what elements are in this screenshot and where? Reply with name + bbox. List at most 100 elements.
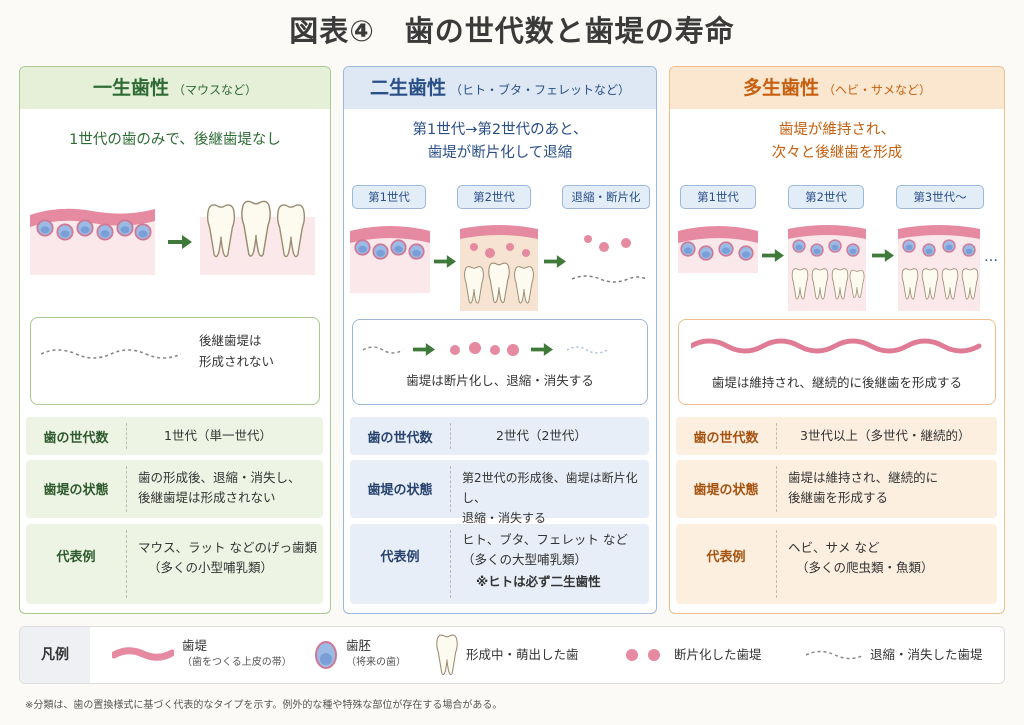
stage-label: 第1世代 [680, 185, 756, 209]
row-value: 2世代（2世代） [496, 428, 587, 443]
row-lamina-state: 歯堤の状態 歯堤は維持され、継続的に 後継歯を形成する [676, 460, 997, 518]
row-value-line: 後継歯堤は形成されない [138, 490, 276, 505]
stage-label: 第2世代 [457, 185, 531, 209]
legend-label: 断片化した歯堤 [674, 647, 762, 662]
row-value: 3世代以上（多世代・継続的） [800, 428, 971, 443]
row-label: 歯堤の状態 [43, 483, 109, 498]
tooth-germ-icon [408, 243, 425, 260]
panel-header: 多生歯性 （ヘビ・サメなど） [670, 67, 1004, 109]
tooth-germ-icon [698, 245, 714, 261]
panel-description-line: 第1世代→第2世代のあと、 [412, 122, 588, 138]
diphyodont-illustration [350, 225, 647, 311]
dental-lamina-shape [350, 226, 430, 243]
arrow-icon [168, 235, 192, 249]
panel-title: 多生歯性 [742, 77, 819, 99]
row-label: 歯堤の状態 [693, 483, 759, 498]
row-note: ※ヒトは必ず二生歯性 [476, 574, 601, 589]
tooth-germ-icon [718, 241, 734, 257]
legend-label: 歯堤 [182, 638, 208, 653]
box-text-line: 後継歯堤は [199, 333, 262, 348]
tooth-germ-icon [56, 223, 74, 241]
maintained-lamina-icon [691, 338, 982, 354]
fragment-shape [621, 238, 631, 248]
fragmented-lamina-icon [626, 649, 660, 661]
tooth-germ-icon [96, 223, 114, 241]
regressed-lamina-icon [806, 650, 864, 660]
row-value-line: マウス、ラット などのげっ歯類 [138, 540, 317, 555]
panel-description: 1世代の歯のみで、後継歯堤なし [69, 132, 281, 148]
panel-subtitle: （ヒト・ブタ・フェレットなど） [450, 83, 631, 97]
dental-lamina-icon [112, 647, 174, 661]
fragment-shape [599, 242, 609, 252]
row-lamina-state: 歯堤の状態 歯の形成後、退縮・消失し、 後継歯堤は形成されない [26, 460, 323, 518]
row-value-line: ヒト、ブタ、フェレット など [462, 532, 628, 547]
row-label: 代表例 [380, 550, 420, 565]
dental-lamina-shape [678, 226, 758, 243]
arrow-icon [434, 255, 456, 268]
stage-label: 第1世代 [352, 185, 426, 209]
legend-title: 凡例 [20, 627, 90, 683]
lamina-fate-box: 後継歯堤は 形成されない [30, 317, 320, 405]
panel-title: 二生歯性 [369, 77, 446, 99]
row-examples: 代表例 マウス、ラット などのげっ歯類 （多くの小型哺乳類） [26, 524, 323, 604]
row-value-line: 退縮・消失する [462, 511, 547, 525]
row-generation: 歯の世代数 3世代以上（多世代・継続的） [676, 417, 997, 455]
box-text: 歯堤は維持され、継続的に後継歯を形成する [711, 375, 963, 390]
panel-description-line: 歯堤が断片化して退縮 [427, 145, 573, 161]
row-generation: 歯の世代数 1世代（単一世代） [26, 417, 323, 455]
arrow-icon [544, 255, 566, 268]
panel-description-line: 歯堤が維持され、 [778, 122, 896, 138]
tooth-icon [436, 634, 458, 676]
row-examples: 代表例 ヘビ、サメ など （多くの爬虫類・魚類） [676, 524, 997, 604]
row-value-line: ヘビ、サメ など [788, 540, 880, 555]
row-value-line: 後継歯を形成する [788, 490, 889, 505]
row-label: 歯堤の状態 [367, 483, 433, 498]
box-text-line: 形成されない [199, 354, 275, 369]
panel-header: 二生歯性 （ヒト・ブタ・フェレットなど） [344, 67, 656, 109]
panel-subtitle: （ヘビ・サメなど） [823, 83, 932, 97]
lamina-fate-box: 歯堤は維持され、継続的に後継歯を形成する [678, 319, 996, 405]
panel-subtitle: （マウスなど） [173, 83, 258, 97]
row-label: 歯の世代数 [43, 431, 109, 446]
row-value-line: 歯堤は維持され、継続的に [788, 470, 939, 485]
stage-label: 第3世代〜 [896, 185, 984, 209]
row-value-line: 歯の形成後、退縮・消失し、 [138, 470, 301, 485]
polyphyodont-illustration: … [678, 225, 998, 311]
legend: 凡例 歯堤 （歯をつくる上皮の帯） 歯胚 （将来の歯） 形成中・萌出した歯 断片… [19, 626, 1005, 684]
stage-label: 第2世代 [788, 185, 864, 209]
row-lamina-state: 歯堤の状態 第2世代の形成後、歯堤は断片化し、 退縮・消失する [350, 460, 649, 525]
row-label: 代表例 [56, 550, 96, 565]
arrow-icon [872, 249, 894, 262]
fragmentation-sequence-icon [363, 342, 608, 356]
regressed-lamina-icon [41, 349, 181, 359]
row-generation: 歯の世代数 2世代（2世代） [350, 417, 649, 455]
tooth-germ-icon [738, 245, 754, 261]
page-title: 図表④ 歯の世代数と歯堤の寿命 [289, 14, 735, 48]
stage-label: 退縮・断片化 [562, 185, 650, 209]
legend-sublabel: （歯をつくる上皮の帯） [182, 657, 292, 668]
tooth-germ-icon [390, 239, 407, 256]
legend-label: 形成中・萌出した歯 [466, 647, 579, 662]
row-label: 歯の世代数 [367, 431, 433, 446]
tooth-germ-icon [116, 219, 134, 237]
lamina-fate-box: 歯堤は断片化し、退縮・消失する [352, 319, 648, 405]
row-examples: 代表例 ヒト、ブタ、フェレット など （多くの大型哺乳類） ※ヒトは必ず二生歯性 [350, 524, 649, 604]
row-value-line: （多くの小型哺乳類） [148, 560, 274, 575]
panel-monophyodont: 一生歯性（マウスなど） 1世代の歯のみで、後継歯堤なし 後継歯堤は 形成されない… [19, 66, 331, 614]
panel-polyphyodont: 多生歯性 （ヘビ・サメなど） 歯堤が維持され、 次々と後継歯を形成 第1世代 第2… [669, 66, 1005, 614]
ellipsis: … [984, 249, 998, 265]
tooth-germ-icon [36, 219, 54, 237]
arrow-icon [762, 249, 784, 262]
box-text: 歯堤は断片化し、退縮・消失する [406, 373, 594, 388]
row-label: 代表例 [706, 550, 746, 565]
row-value: 1世代（単一世代） [164, 428, 272, 443]
tooth-germ-icon [315, 641, 337, 669]
tooth-germ-icon [76, 219, 94, 237]
row-label: 歯の世代数 [693, 431, 759, 446]
footnote: ※分類は、歯の置換様式に基づく代表的なタイプを示す。例外的な種や特殊な部位が存在… [25, 700, 503, 711]
panel-description-line: 次々と後継歯を形成 [771, 145, 903, 161]
tooth-germ-icon [680, 241, 696, 257]
row-value-line: （多くの爬虫類・魚類） [796, 560, 934, 575]
row-value-line: （多くの大型哺乳類） [462, 552, 588, 567]
row-value-line: 第2世代の形成後、歯堤は断片化し、 [462, 471, 638, 505]
